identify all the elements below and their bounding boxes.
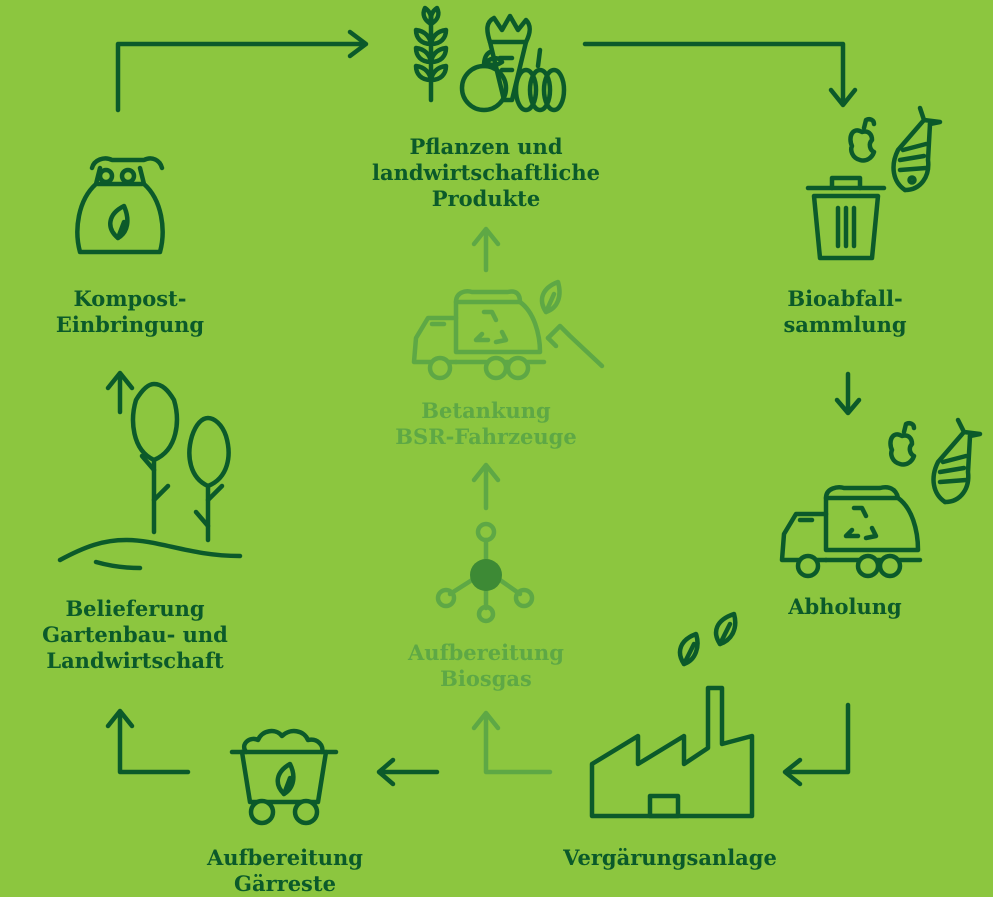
garbage-truck-icon <box>779 485 923 579</box>
factory-icon <box>589 685 755 819</box>
label-delivery-line3: Landwirtschaft <box>46 648 224 673</box>
molecule-center-node <box>470 559 502 591</box>
label-digestate-line2: Gärreste <box>234 871 336 896</box>
label-biogas-line1: Aufbereitung <box>408 640 564 665</box>
label-compost: Kompost- Einbringung <box>40 286 220 338</box>
arrow-delivery-to-compost <box>105 370 135 415</box>
label-plants-line1: Pflanzen und <box>409 134 563 159</box>
label-collection-line1: Bioabfall- <box>787 286 903 311</box>
apple-core-icon <box>848 116 877 163</box>
label-digestate-line1: Aufbereitung <box>207 845 363 870</box>
compost-cart-icon <box>229 728 339 826</box>
label-delivery: Belieferung Gartenbau- und Landwirtschaf… <box>20 596 250 674</box>
arrow-biogas-to-refuel <box>471 462 501 511</box>
label-biogas: Aufbereitung Biosgas <box>376 640 596 692</box>
carrot-icon <box>485 13 532 103</box>
label-refuel: Betankung BSR-Fahrzeuge <box>366 398 606 450</box>
trash-bin-icon <box>805 175 887 261</box>
arrow-plants-to-collection <box>582 41 858 108</box>
label-biogas-line2: Biosgas <box>440 666 532 691</box>
apple-icon <box>459 49 509 113</box>
fish-bone-icon <box>891 105 943 193</box>
label-refuel-line2: BSR-Fahrzeuge <box>395 424 577 449</box>
label-plants-line3: Produkte <box>431 186 541 211</box>
label-compost-line2: Einbringung <box>55 312 205 337</box>
label-compost-line1: Kompost- <box>73 286 187 311</box>
molecule-icon <box>435 521 535 624</box>
label-pickup: Abholung <box>760 594 930 620</box>
label-fermentation: Vergärungsanlage <box>530 845 810 871</box>
label-collection: Bioabfall- sammlung <box>760 286 930 338</box>
label-digestate: Aufbereitung Gärreste <box>190 845 380 897</box>
wheat-icon <box>413 5 449 103</box>
trees-icon <box>57 381 243 571</box>
arrow-compost-to-plants <box>115 29 369 113</box>
arrow-collection-to-pickup <box>834 371 862 416</box>
fuel-truck-icon <box>411 279 605 381</box>
arrow-fermentation-turn <box>782 702 851 787</box>
arrow-digestate-to-delivery <box>105 708 191 775</box>
label-delivery-line2: Gartenbau- und <box>42 622 228 647</box>
label-plants: Pflanzen und landwirtschaftliche Produkt… <box>346 134 626 212</box>
label-refuel-line1: Betankung <box>421 398 551 423</box>
label-delivery-line1: Belieferung <box>65 596 205 621</box>
label-plants-line2: landwirtschaftliche <box>372 160 600 185</box>
pumpkin-icon <box>513 47 567 113</box>
leaf-icon <box>677 611 738 667</box>
label-collection-line2: sammlung <box>783 312 907 337</box>
fish-bone-icon <box>931 417 983 505</box>
compost-sack-icon <box>75 156 165 255</box>
arrow-refuel-to-plants <box>471 226 501 273</box>
arrow-fermentation-to-biogas <box>471 710 553 775</box>
label-pickup-line1: Abholung <box>788 594 902 619</box>
label-fermentation-line1: Vergärungsanlage <box>563 845 777 870</box>
arrow-fermentation-to-digestate <box>376 757 440 787</box>
apple-core-icon <box>888 420 917 467</box>
